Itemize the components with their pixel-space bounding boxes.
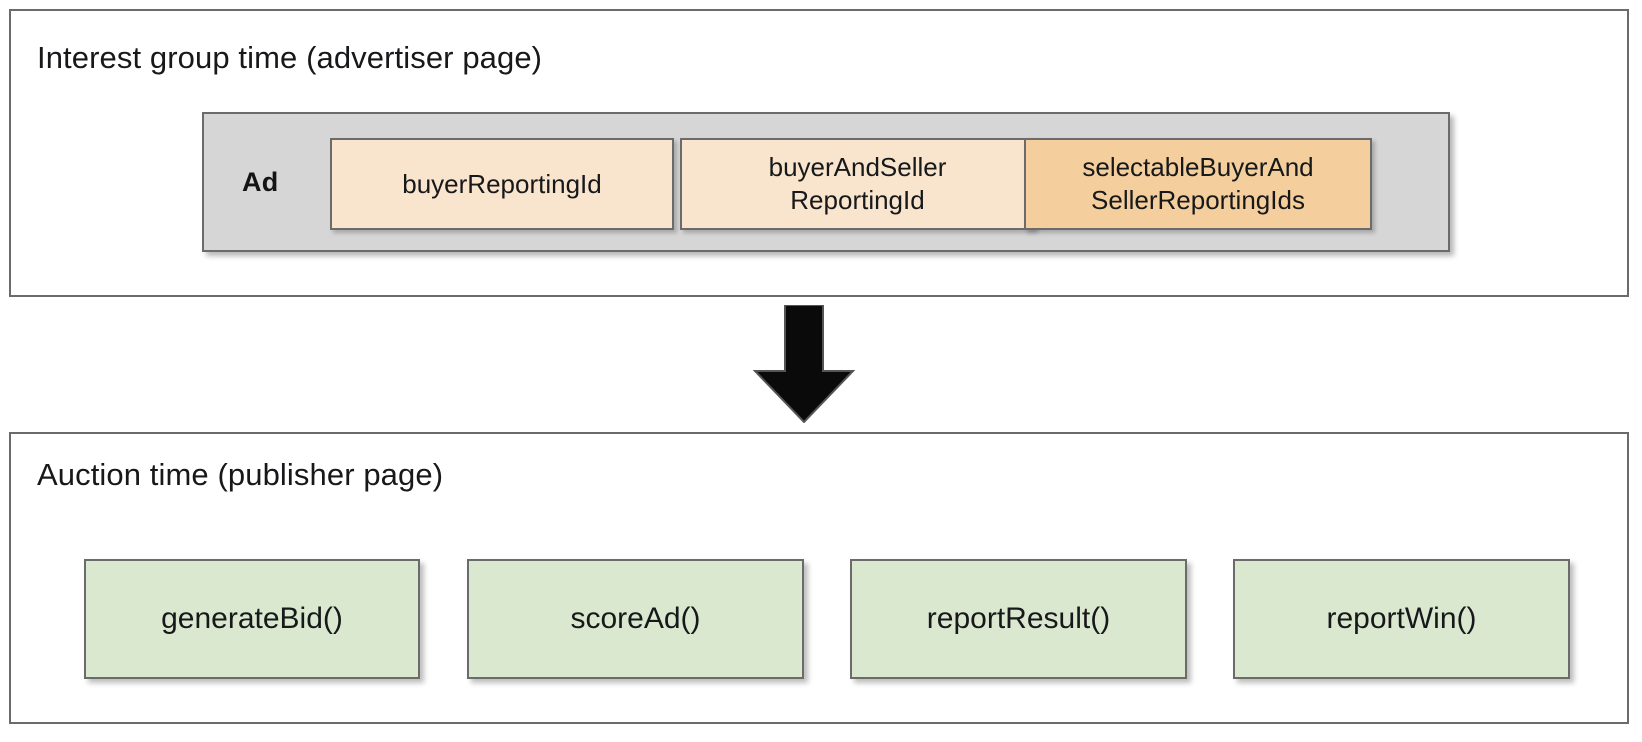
function-box-score-ad[interactable]: scoreAd() xyxy=(467,559,804,679)
function-box-label: generateBid() xyxy=(161,602,343,635)
function-box-report-win[interactable]: reportWin() xyxy=(1233,559,1570,679)
auction-phase-panel: Auction time (publisher page) generateBi… xyxy=(9,432,1629,724)
field-box-label-line2: SellerReportingIds xyxy=(1091,185,1305,215)
field-box-label-line2: ReportingId xyxy=(790,185,925,215)
field-box-label: buyerReportingId xyxy=(402,168,602,199)
field-box-label: buyerAndSeller ReportingId xyxy=(769,151,947,217)
field-box-label-line1: buyerAndSeller xyxy=(768,152,947,182)
field-box-label: selectableBuyerAnd SellerReportingIds xyxy=(1082,151,1313,217)
function-box-label: reportResult() xyxy=(926,602,1111,635)
field-box-buyer-and-seller-reporting-id[interactable]: buyerAndSeller ReportingId xyxy=(680,138,1035,230)
field-box-buyer-reporting-id[interactable]: buyerReportingId xyxy=(330,138,674,230)
function-box-label: reportWin() xyxy=(1326,602,1477,635)
ad-container: Ad buyerReportingId buyerAndSeller Repor… xyxy=(202,112,1450,252)
ad-container-label: Ad xyxy=(242,167,279,197)
interest-group-phase-title: Interest group time (advertiser page) xyxy=(37,40,543,75)
function-box-label: scoreAd() xyxy=(570,602,701,635)
auction-phase-title: Auction time (publisher page) xyxy=(37,457,444,492)
arrow-down-icon xyxy=(752,305,856,423)
field-box-selectable-buyer-and-seller-reporting-ids[interactable]: selectableBuyerAnd SellerReportingIds xyxy=(1024,138,1372,230)
interest-group-phase-panel: Interest group time (advertiser page) Ad… xyxy=(9,9,1629,297)
field-box-label-line1: selectableBuyerAnd xyxy=(1082,152,1314,182)
function-box-report-result[interactable]: reportResult() xyxy=(850,559,1187,679)
function-box-generate-bid[interactable]: generateBid() xyxy=(84,559,420,679)
